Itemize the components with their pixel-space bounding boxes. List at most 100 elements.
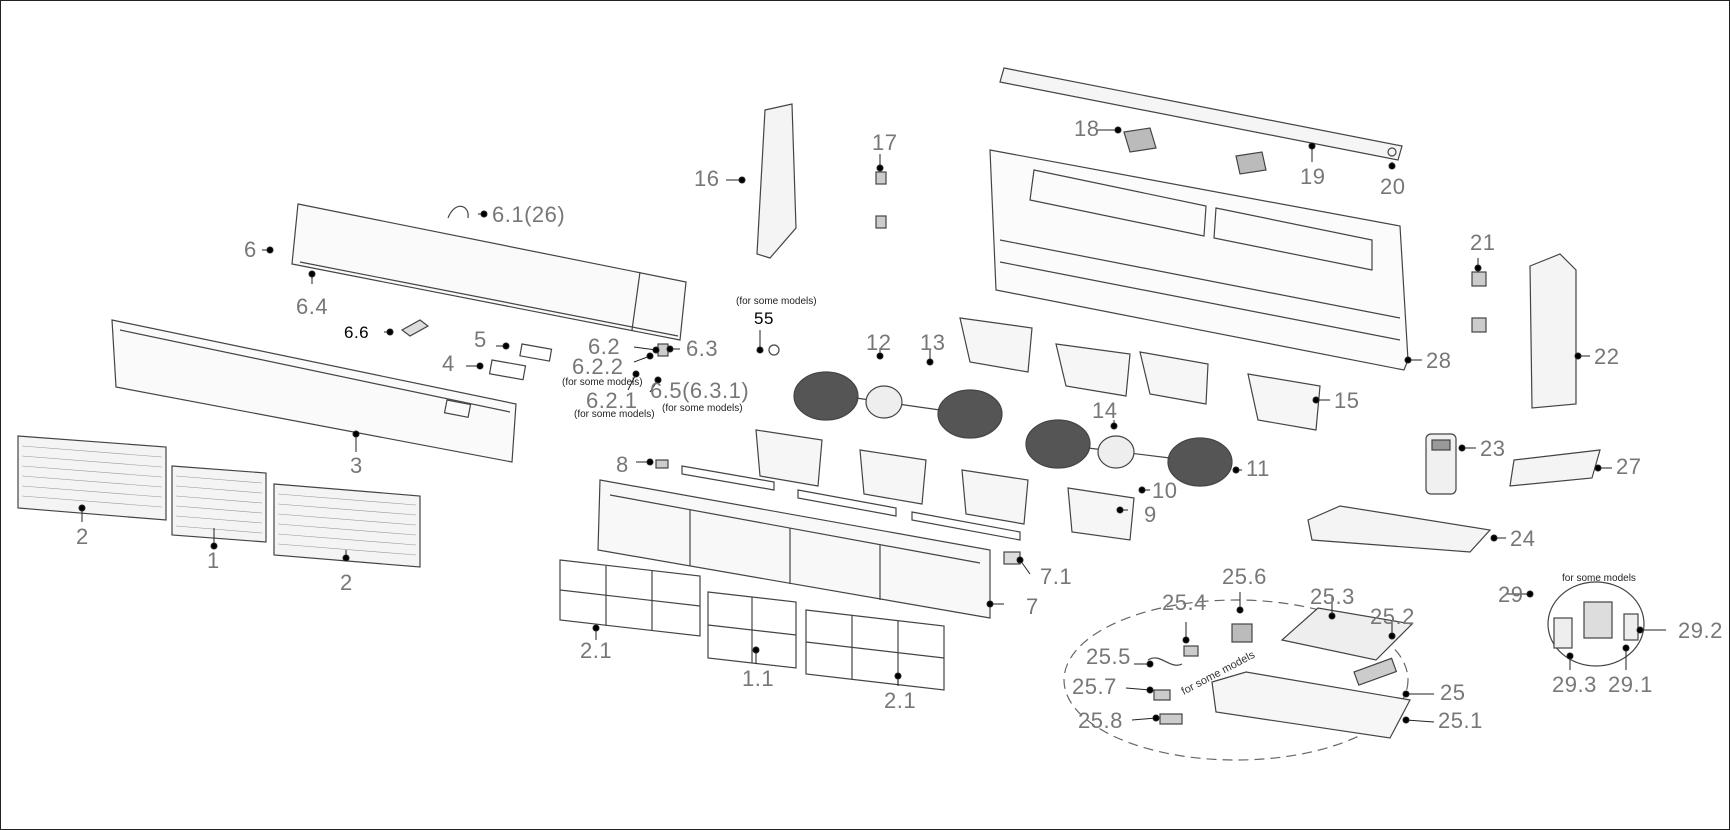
part-label-3: 3: [350, 453, 363, 478]
part-label-6-1: 6.1(26): [492, 202, 566, 227]
air-filter-left: [559, 559, 701, 637]
part-label-7-1: 7.1: [1040, 564, 1073, 589]
part-label-21: 21: [1470, 230, 1496, 255]
part-label-2-left: 2: [76, 524, 89, 549]
screw-55: [768, 344, 780, 356]
optional-module: [1583, 601, 1613, 639]
part-label-8: 8: [616, 452, 629, 477]
part-label-6-4: 6.4: [296, 294, 329, 319]
capacitor-25-7: [1153, 689, 1171, 701]
optional-kit-outline: [1547, 581, 1645, 667]
electric-box-outline: [1063, 599, 1409, 761]
part-label-16: 16: [694, 166, 720, 191]
part-label-29-2: 29.2: [1678, 618, 1723, 643]
remote-holder: [1509, 449, 1601, 487]
part-label-25-6: 25.6: [1222, 564, 1267, 589]
sensor-wire: [447, 205, 469, 219]
part-label-6-2-2: 6.2.2: [572, 354, 624, 379]
part-label-14: 14: [1092, 398, 1118, 423]
part-label-11: 11: [1246, 456, 1270, 481]
part-label-4: 4: [442, 351, 455, 376]
top-cover: [291, 203, 687, 341]
intake-grille-center: [171, 465, 267, 543]
top-grille-panel: [999, 67, 1403, 161]
part-label-6: 6: [244, 237, 257, 262]
part-label-15: 15: [1334, 388, 1360, 413]
side-cover-right: [1529, 253, 1577, 409]
part-label-17: 17: [872, 130, 898, 155]
terminal-block: [1353, 657, 1398, 686]
part-label-29-1: 29.1: [1608, 672, 1653, 697]
note-6-2-1: (for some models): [574, 409, 655, 420]
mount-clip-17a: [875, 171, 887, 185]
part-label-25-4: 25.4: [1162, 590, 1207, 615]
note-6-5: (for some models): [662, 403, 743, 414]
part-label-25-7: 25.7: [1072, 674, 1117, 699]
display-window: [519, 343, 553, 362]
part-label-20: 20: [1380, 174, 1406, 199]
intake-grille-left: [17, 435, 167, 521]
remote-control: [1425, 433, 1457, 495]
hook-18b: [1235, 151, 1267, 175]
part-label-24: 24: [1510, 526, 1536, 551]
part-label-2-right: 2: [340, 570, 353, 595]
part-label-25-3: 25.3: [1310, 584, 1355, 609]
cross-fan-right: [1025, 419, 1233, 487]
part-label-25-2: 25.2: [1370, 604, 1415, 629]
fuse-holder-25-8: [1159, 713, 1183, 725]
part-label-12: 12: [866, 330, 892, 355]
fan-housing-upper: [959, 317, 1321, 431]
display-bracket: [400, 319, 430, 337]
part-label-28: 28: [1426, 348, 1452, 373]
intake-grille-right: [273, 483, 421, 568]
part-label-7: 7: [1026, 594, 1039, 619]
note-6-2-2: (for some models): [562, 377, 643, 388]
mount-clip-21a: [1471, 271, 1487, 287]
air-filter-right: [805, 609, 945, 691]
part-label-27: 27: [1616, 454, 1642, 479]
part-label-29: 29: [1498, 582, 1524, 607]
part-label-18: 18: [1074, 116, 1100, 141]
part-label-6-2: 6.2: [588, 334, 621, 359]
part-label-1-1: 1.1: [742, 666, 775, 691]
part-label-25-1: 25.1: [1438, 708, 1483, 733]
fan-housing-lower: [755, 429, 1135, 541]
air-filter-center: [707, 591, 797, 669]
part-label-29-3: 29.3: [1552, 672, 1597, 697]
louver-rail-3: [911, 511, 1021, 541]
display-board: [488, 359, 527, 381]
cross-fan-left: [793, 371, 1003, 439]
side-cover-left: [756, 103, 797, 259]
louver-rail-1: [681, 465, 775, 491]
part-label-6-6: 6.6: [344, 323, 370, 342]
part-label-22: 22: [1594, 344, 1620, 369]
part-label-6-5: 6.5(6.3.1): [650, 378, 750, 403]
part-label-13: 13: [920, 330, 946, 355]
part-label-25: 25: [1440, 680, 1466, 705]
part-label-6-3: 6.3: [686, 336, 719, 361]
electric-box: [1211, 671, 1411, 739]
part-label-5: 5: [474, 327, 487, 352]
part-label-25-8: 25.8: [1078, 708, 1123, 733]
part-label-10: 10: [1152, 478, 1178, 503]
part-label-55: 55: [754, 309, 774, 328]
note-55: (for some models): [736, 296, 817, 307]
transformer: [1231, 623, 1253, 643]
part-8: [655, 459, 669, 469]
electric-box-cover: [1307, 505, 1492, 553]
chassis-frame: [597, 479, 991, 619]
part-label-2-1-left: 2.1: [580, 638, 613, 663]
mount-clip-17b: [875, 215, 887, 229]
relay-25-4: [1183, 645, 1199, 657]
optional-plate-29-2: [1623, 613, 1639, 641]
rear-housing: [989, 149, 1409, 371]
wire-25-5: [1147, 657, 1183, 666]
part-label-6-2-1: 6.2.1: [586, 388, 638, 413]
mount-clip-21b: [1471, 317, 1487, 333]
part-label-19: 19: [1300, 164, 1326, 189]
part-label-25-5: 25.5: [1086, 644, 1131, 669]
front-panel: [111, 319, 517, 463]
part-label-23: 23: [1480, 436, 1506, 461]
optional-plate-29-3: [1553, 617, 1573, 649]
